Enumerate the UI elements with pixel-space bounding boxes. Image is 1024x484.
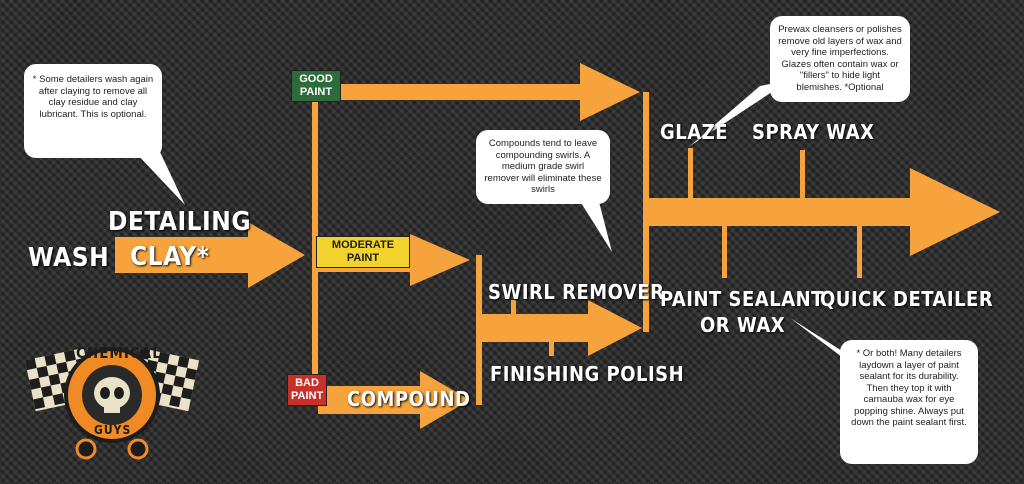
merge-line (643, 92, 649, 332)
compound-label: COMPOUND (347, 387, 471, 411)
logo-brand-top: CHEMICAL (76, 344, 162, 362)
glaze-note-tail (690, 80, 790, 146)
protection-arrow (649, 168, 1000, 256)
good-paint-arrow (318, 63, 640, 121)
detailing-clay-label-line2: CLAY* (130, 242, 210, 272)
paint-sealant-label-line1: PAINT SEALANT (660, 287, 824, 311)
chemical-guys-logo (24, 347, 200, 460)
skull-icon (94, 377, 130, 409)
glaze-label: GLAZE (660, 120, 728, 144)
paint-sealant-label-line2: OR WAX (700, 313, 786, 337)
clay-arrow (115, 222, 305, 288)
compound-note-bubble: Compounds tend to leave compounding swir… (476, 130, 610, 204)
moderate-paint-tag: MODERATE PAINT (316, 236, 410, 268)
logo-brand-bottom: GUYS (94, 423, 132, 437)
spraywax-tick (800, 150, 805, 198)
swirl-tick (511, 300, 516, 314)
finishing-polish-label: FINISHING POLISH (490, 362, 685, 386)
compound-arrow (318, 371, 470, 429)
wash-label: WASH (28, 243, 110, 273)
paint-split-line (312, 92, 318, 392)
polish-split-line (476, 255, 482, 405)
glaze-tick (688, 148, 693, 198)
bad-paint-tag: BAD PAINT (287, 374, 327, 406)
quick-detailer-label: QUICK DETAILER (820, 287, 994, 311)
sealant-note-bubble: * Or both! Many detailers laydown a laye… (840, 340, 978, 464)
swirl-remover-label: SWIRL REMOVER (488, 280, 665, 304)
sealant-tick (722, 226, 727, 278)
finish-tick (549, 342, 554, 356)
spray-wax-label: SPRAY WAX (752, 120, 875, 144)
compound-note-tail (578, 198, 612, 252)
glaze-note-bubble: Prewax cleansers or polishes remove old … (770, 16, 910, 102)
clay-note-bubble: * Some detailers wash again after clayin… (24, 64, 162, 158)
good-paint-tag: GOOD PAINT (291, 70, 341, 102)
polish-arrow (482, 300, 642, 356)
clay-note-tail (135, 152, 185, 205)
quickdetailer-tick (857, 226, 862, 278)
detailing-clay-label-line1: DETAILING (108, 207, 252, 237)
